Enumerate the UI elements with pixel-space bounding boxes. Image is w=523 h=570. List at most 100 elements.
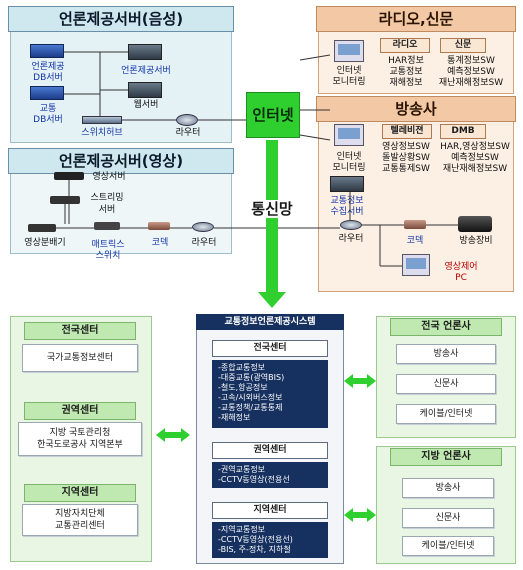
press-db-server-label-1: 언론제공	[31, 62, 65, 72]
regional-center-item-1: 지방 국토관리청	[49, 428, 111, 438]
system-national-list: -종합교통정보 -대중교통(광역BIS) -철도,항공정보 -고속/시외버스정보…	[212, 360, 328, 428]
tv-item-2: 돌발상황SW	[382, 153, 430, 163]
system-local-list: -지역교통정보 -CCTV동영상(전용선) -BIS, 주-정차, 지하철	[212, 522, 328, 558]
system-national-item-6: -재해정보	[218, 413, 251, 422]
local-press-title: 지방 언론사	[390, 448, 502, 466]
control-pc-label-1: 영상제어	[444, 262, 478, 272]
internet-box	[246, 92, 300, 138]
system-regional-item-2: -CCTV동영상(전용선	[218, 475, 290, 484]
voice-router-label: 라우터	[175, 128, 201, 138]
regional-center-title: 권역센터	[24, 402, 136, 420]
broadcast-monitor-label-2: 모니터링	[332, 163, 366, 173]
video-server-icon	[54, 172, 84, 180]
collector-server-label-1: 교통정보	[330, 196, 364, 206]
system-national-item-3: -철도,항공정보	[218, 383, 268, 392]
video-router-icon	[192, 222, 214, 232]
national-press-item-2: 신문사	[396, 374, 496, 394]
streaming-server-label-1: 스트리밍	[90, 193, 124, 203]
broadcast-codec-label: 코덱	[406, 236, 424, 246]
local-center-item-2: 교통관리센터	[55, 521, 105, 531]
news-item-3: 재난재해정보SW	[438, 78, 504, 88]
right-double-arrow-local	[344, 508, 376, 522]
right-double-arrow-national	[344, 374, 376, 388]
national-press-item-1: 방송사	[396, 344, 496, 364]
matrix-switch-label-2: 스위치	[95, 251, 121, 261]
broadcast-equipment-label: 방송장비	[459, 236, 493, 246]
matrix-switch-icon	[94, 222, 120, 230]
broadcast-monitor-icon	[334, 124, 364, 146]
dmb-item-3: 재난재해정보SW	[442, 164, 508, 174]
press-server-label: 언론제공서버	[121, 66, 171, 76]
system-national-item-5: -교통정책/교통통제	[218, 403, 283, 412]
national-center-title: 전국센터	[24, 322, 136, 340]
web-server-label: 웹서버	[133, 100, 159, 110]
collector-server-icon	[330, 176, 364, 192]
national-press-title: 전국 언론사	[390, 318, 502, 336]
radio-news-title: 라디오,신문	[316, 6, 516, 32]
streaming-server-icon	[50, 196, 80, 204]
video-server-label: 영상서버	[92, 172, 126, 182]
system-national-item-4: -고속/시외버스정보	[218, 393, 283, 402]
control-pc-label-2: PC	[455, 273, 467, 283]
voice-server-title: 언론제공서버(음성)	[8, 6, 234, 32]
system-regional-head: 권역센터	[212, 442, 328, 459]
broadcast-codec-icon	[404, 220, 426, 229]
regional-center-box: 지방 국토관리청 한국도로공사 지역본부	[18, 422, 142, 456]
local-press-item-3: 케이블/인터넷	[402, 536, 494, 556]
collector-server-label-2: 수집서버	[330, 207, 364, 217]
tv-item-1: 영상정보SW	[382, 142, 430, 152]
traffic-db-server-icon	[30, 86, 64, 100]
dmb-tag: DMB	[440, 124, 486, 139]
radio-tag: 라디오	[380, 38, 430, 53]
system-local-item-2: -CCTV동영상(전용선)	[218, 535, 293, 544]
radio-item-2: 교통정보	[389, 67, 423, 77]
traffic-db-server-label-1: 교통	[39, 104, 57, 114]
radio-monitor-label-1: 인터넷	[336, 66, 362, 76]
system-local-head: 지역센터	[212, 502, 328, 519]
video-router-label: 라우터	[191, 238, 217, 248]
local-press-item-1: 방송사	[402, 478, 494, 498]
broadcast-monitor-label-1: 인터넷	[336, 152, 362, 162]
local-center-item-1: 지방자치단체	[55, 509, 105, 519]
video-codec-icon	[148, 222, 170, 230]
radio-item-1: HAR정보	[388, 56, 424, 66]
matrix-switch-label-1: 매트릭스	[91, 240, 125, 250]
broadcaster-title: 방송사	[316, 96, 516, 122]
system-local-item-1: -지역교통정보	[218, 525, 266, 534]
national-center-box: 국가교통정보센터	[22, 344, 138, 372]
switch-hub-label: 스위치허브	[81, 128, 123, 138]
switch-hub-icon	[82, 116, 122, 124]
voice-router-icon	[176, 114, 198, 126]
national-press-item-3: 케이블/인터넷	[396, 404, 496, 424]
traffic-db-server-label-2: DB서버	[33, 115, 63, 125]
press-db-server-icon	[30, 44, 64, 58]
dmb-item-2: 예측정보SW	[451, 153, 499, 163]
local-center-title: 지역센터	[24, 484, 136, 502]
system-national-item-2: -대중교통(광역BIS)	[218, 373, 285, 382]
news-item-2: 예측정보SW	[447, 67, 495, 77]
system-regional-item-1: -권역교통정보	[218, 465, 266, 474]
video-distributor-label: 영상분배기	[24, 238, 66, 248]
video-distributor-icon	[28, 224, 56, 232]
radio-monitor-label-2: 모니터링	[332, 77, 366, 87]
web-server-icon	[128, 82, 162, 98]
left-double-arrow	[156, 428, 190, 442]
news-tag: 신문	[440, 38, 486, 53]
radio-monitor-icon	[334, 40, 364, 62]
regional-center-item-2: 한국도로공사 지역본부	[37, 440, 123, 450]
press-db-server-label-2: DB서버	[33, 73, 63, 83]
broadcast-equipment-icon	[458, 216, 492, 232]
local-center-box: 지방자치단체 교통관리센터	[22, 504, 138, 536]
dmb-item-1: HAR,영상정보SW	[440, 142, 510, 152]
system-national-head: 전국센터	[212, 340, 328, 357]
tv-item-3: 교통통제SW	[382, 164, 430, 174]
broadcast-router-label: 라우터	[338, 234, 364, 244]
radio-item-3: 재해정보	[389, 78, 423, 88]
system-title: 교통정보언론제공시스템	[196, 314, 344, 330]
video-codec-label: 코덱	[151, 238, 169, 248]
system-regional-list: -권역교통정보 -CCTV동영상(전용선	[212, 462, 328, 488]
network-arrow-head	[258, 292, 286, 308]
control-pc-icon	[402, 254, 430, 276]
network-label: 통신망	[240, 200, 304, 218]
